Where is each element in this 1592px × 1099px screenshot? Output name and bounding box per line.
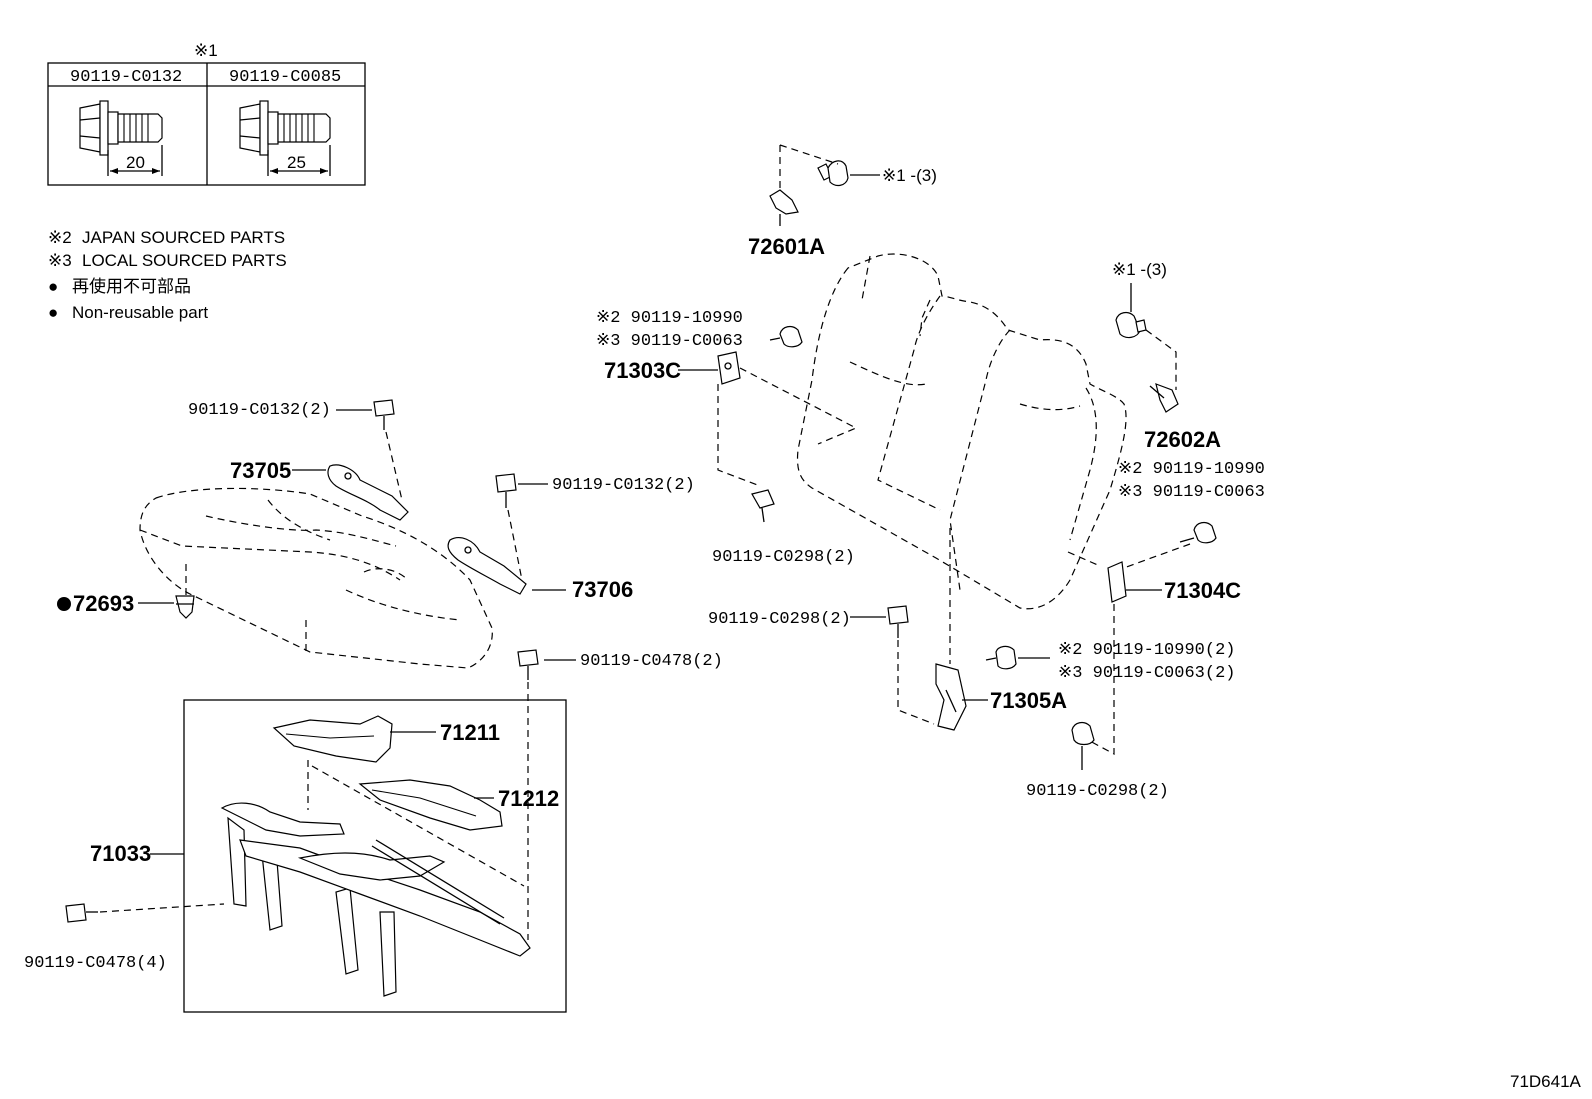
callout-0132-b: 90119-C0132(2) — [552, 476, 695, 495]
part-71305a: 71305A — [990, 688, 1067, 713]
part-73705: 73705 — [230, 458, 291, 483]
dash-72601a — [779, 144, 839, 190]
bolt-71305a-icon — [985, 645, 1017, 670]
bolt-c0085-length: 25 — [287, 153, 306, 172]
bolt-table: ※1 90119-C0132 90119-C0085 20 — [47, 41, 366, 186]
callout-71304-japan: ※2 90119-10990 — [1118, 460, 1265, 479]
dash-0132-a — [385, 431, 403, 501]
seat-frame-71033-icon — [220, 802, 531, 997]
legend-local-sourced: LOCAL SOURCED PARTS — [82, 251, 287, 270]
callout-0132-a: 90119-C0132(2) — [188, 401, 331, 420]
bolt-0132-b-icon — [495, 473, 517, 508]
bolt-72602a-icon — [1115, 311, 1147, 339]
bolt-0298-bottom-icon — [1071, 721, 1095, 770]
frame-assembly-box — [183, 699, 567, 1013]
legend-mark-local: ※3 — [48, 251, 72, 270]
bolt-0478-b-icon — [65, 903, 98, 923]
bracket-73706-icon — [447, 537, 527, 595]
bracket-72601a-icon — [769, 189, 799, 226]
legend-mark-japan: ※2 — [48, 228, 72, 247]
legend-dot-1: ● — [48, 277, 58, 296]
bolt-72601a-top-icon — [817, 160, 849, 187]
legend-non-reusable-en: Non-reusable part — [72, 303, 208, 322]
part-71304c: 71304C — [1164, 578, 1241, 603]
hinge-71303c-icon — [717, 351, 741, 385]
legend: ※2 JAPAN SOURCED PARTS ※3 LOCAL SOURCED … — [48, 228, 287, 322]
bolt-0478-a-icon — [517, 649, 539, 680]
diagram-id: 71D641A — [1510, 1072, 1582, 1091]
callout-0478-b: 90119-C0478(4) — [24, 954, 167, 973]
clip-72693-icon — [175, 595, 195, 619]
bolt-table-mark: ※1 — [194, 41, 218, 60]
legend-dot-2: ● — [48, 303, 58, 322]
dash-71303c — [717, 367, 858, 487]
dash-71304c-down — [1087, 604, 1115, 756]
dash-0132-b — [507, 509, 523, 581]
callout-71303-local: ※3 90119-C0063 — [596, 332, 743, 351]
dash-71305a — [897, 528, 951, 725]
bolt-71304c-icon — [1179, 521, 1217, 544]
legend-japan-sourced: JAPAN SOURCED PARTS — [82, 228, 285, 247]
callout-0298-bottom: 90119-C0298(2) — [1026, 782, 1169, 801]
part-71212: 71212 — [498, 786, 559, 811]
part-72693: 72693 — [73, 591, 134, 616]
part-71211: 71211 — [440, 720, 500, 745]
part-72602a: 72602A — [1144, 427, 1221, 452]
callout-bolt-right: ※1 -(3) — [1112, 260, 1167, 279]
callout-0478-a: 90119-C0478(2) — [580, 652, 723, 671]
callout-71305-japan: ※2 90119-10990(2) — [1058, 641, 1235, 660]
dash-72602a — [1145, 329, 1177, 390]
seat-cushion-outline — [139, 487, 493, 669]
bolt-c0132-icon: 20 — [79, 100, 163, 176]
dash-71211 — [307, 760, 525, 887]
seatback-cushion-outline — [796, 253, 1127, 610]
dash-71304c — [1067, 543, 1191, 571]
dash-0478-b — [99, 903, 225, 913]
bolt-0132-a-icon — [373, 399, 395, 430]
bolt-71303c-icon — [769, 325, 803, 348]
legend-non-reusable-jp: 再使用不可部品 — [72, 276, 191, 296]
bracket-73705-icon — [327, 464, 409, 521]
callout-71304-local: ※3 90119-C0063 — [1118, 483, 1265, 502]
part-73706: 73706 — [572, 577, 633, 602]
callout-bolt-top: ※1 -(3) — [882, 166, 937, 185]
non-reusable-dot-icon — [57, 597, 71, 611]
bolt-c0132-length: 20 — [126, 153, 145, 172]
part-72601a: 72601A — [748, 234, 825, 259]
part-71033: 71033 — [90, 841, 151, 866]
bolt-table-part-1: 90119-C0132 — [70, 68, 182, 87]
callout-0298-left: 90119-C0298(2) — [712, 548, 855, 567]
callout-71303-japan: ※2 90119-10990 — [596, 309, 743, 328]
bolt-0298-mid-icon — [887, 605, 909, 638]
bracket-72602a-icon — [1149, 383, 1179, 413]
callout-0298-mid: 90119-C0298(2) — [708, 610, 851, 629]
bolt-0298-left-icon — [751, 489, 775, 523]
plate-71212-icon — [358, 779, 503, 831]
plate-71211-icon — [272, 715, 393, 763]
bolt-table-part-2: 90119-C0085 — [229, 68, 341, 87]
bracket-71305a-icon — [935, 663, 967, 731]
callout-71305-local: ※3 90119-C0063(2) — [1058, 664, 1235, 683]
bolt-c0085-icon: 25 — [239, 100, 331, 176]
hinge-71304c-icon — [1107, 561, 1127, 603]
part-71303c: 71303C — [604, 358, 681, 383]
